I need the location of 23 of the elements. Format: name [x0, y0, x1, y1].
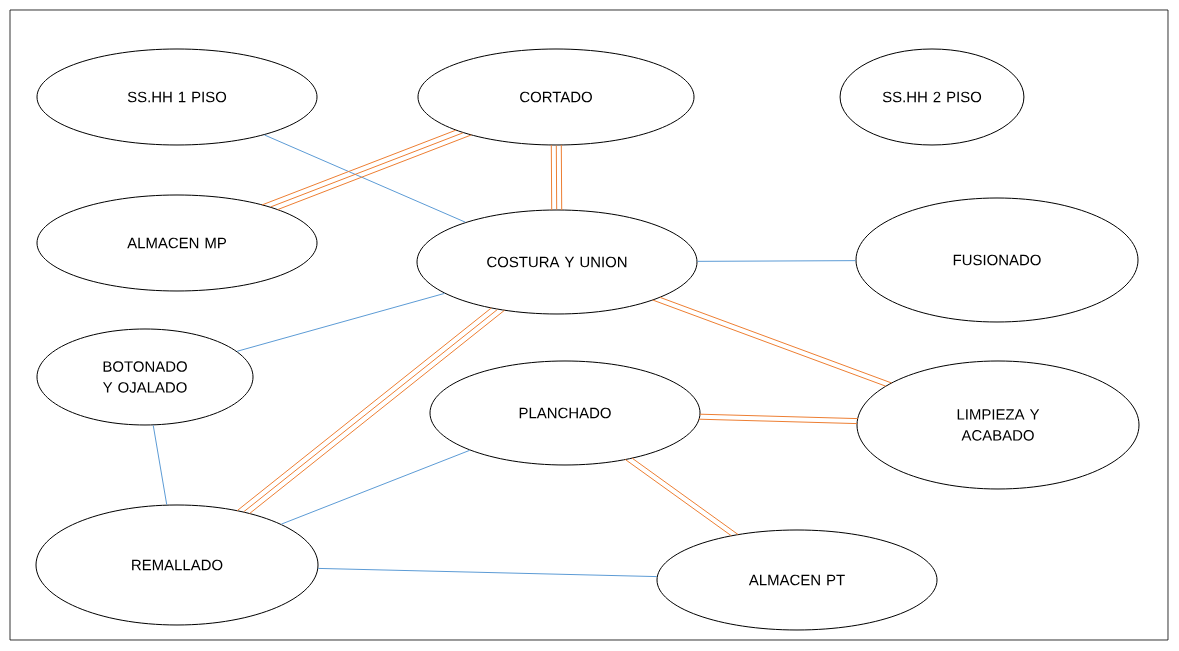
connector-line: [261, 129, 472, 211]
ellipse-node: ALMACEN PT: [656, 529, 938, 631]
ellipse-node: COSTURA Y UNION: [416, 209, 698, 315]
ellipse-node: FUSIONADO: [855, 197, 1139, 323]
ellipse-node: SS.HH 2 PISO: [839, 48, 1025, 146]
connector-line: [697, 260, 856, 262]
connector-line: [550, 144, 563, 211]
connector-line: [698, 413, 859, 425]
connector-line: [652, 296, 893, 387]
ellipse-node: CORTADO: [417, 48, 695, 146]
ellipse-node: REMALLADO: [35, 504, 319, 626]
connector-line: [152, 424, 168, 506]
connector-line: [263, 134, 466, 223]
ellipse-node: BOTONADO Y OJALADO: [36, 328, 254, 426]
ellipse-node: SS.HH 1 PISO: [36, 48, 318, 146]
ellipse-node: LIMPIEZA Y ACABADO: [856, 360, 1140, 490]
connector-line: [624, 457, 739, 537]
ellipse-node: PLANCHADO: [429, 360, 701, 466]
ellipse-node: ALMACEN MP: [36, 194, 318, 292]
connector-line: [280, 449, 471, 525]
connector-line: [236, 307, 506, 515]
connector-line: [317, 567, 658, 578]
connector-line: [236, 292, 445, 352]
